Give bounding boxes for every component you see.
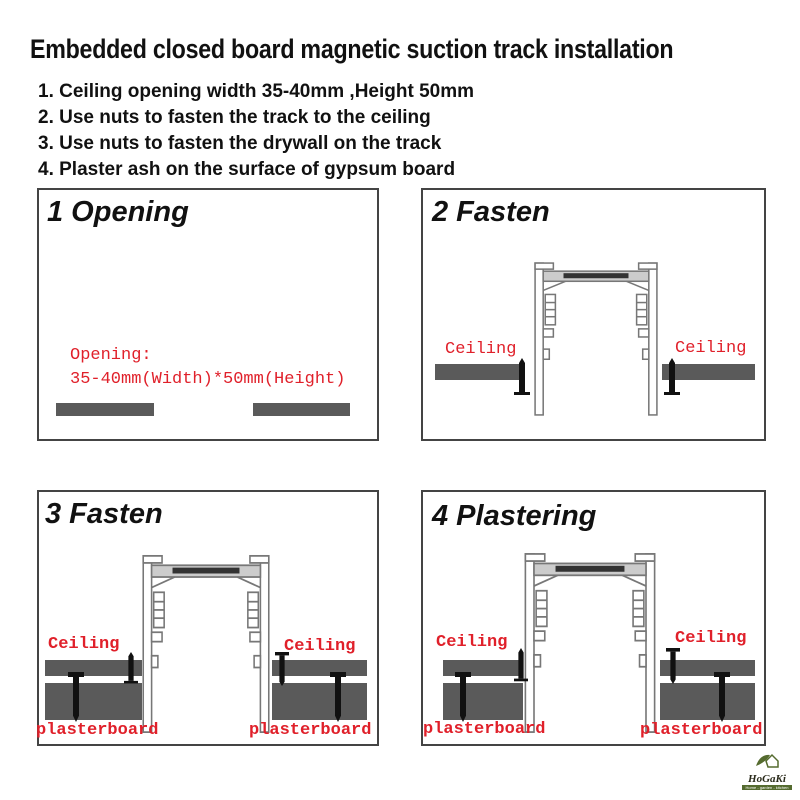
panel-fasten-track bbox=[421, 188, 766, 441]
ceiling-label-left: Ceiling bbox=[445, 340, 517, 359]
step-2: 2. Use nuts to fasten the track to the c… bbox=[38, 107, 431, 128]
step-1: 1. Ceiling opening width 35-40mm ,Height… bbox=[38, 81, 475, 102]
plasterboard-label-left: plasterboard bbox=[423, 720, 546, 739]
step-3: 3. Use nuts to fasten the drywall on the… bbox=[38, 133, 442, 154]
ceiling-label-right: Ceiling bbox=[675, 339, 747, 358]
plasterboard-label-left: plasterboard bbox=[36, 721, 159, 740]
ceiling-left bbox=[45, 660, 142, 676]
opening-dimensions: 35-40mm(Width)*50mm(Height) bbox=[70, 370, 346, 389]
panel-1-heading: 1 Opening bbox=[47, 196, 189, 228]
panel-2-heading: 2 Fasten bbox=[432, 196, 550, 228]
ceiling-label-right: Ceiling bbox=[675, 629, 747, 648]
track-profile bbox=[142, 554, 270, 734]
ceiling-right bbox=[660, 660, 755, 676]
track-profile bbox=[524, 553, 656, 733]
panel-4-heading: 4 Plastering bbox=[432, 500, 597, 532]
plasterboard-left bbox=[443, 683, 523, 720]
panel-opening bbox=[37, 188, 379, 441]
plasterboard-label-right: plasterboard bbox=[640, 721, 763, 740]
track-profile bbox=[534, 262, 658, 416]
opening-label: Opening: bbox=[70, 346, 152, 365]
plasterboard-right bbox=[272, 683, 367, 720]
logo-tagline: Home - garden - kitchen bbox=[742, 785, 792, 790]
logo-name: HoGaKi bbox=[748, 773, 786, 785]
ceiling-label-left: Ceiling bbox=[48, 635, 120, 654]
step-4: 4. Plaster ash on the surface of gypsum … bbox=[38, 159, 456, 180]
plasterboard-label-right: plasterboard bbox=[249, 721, 372, 740]
ceiling-right bbox=[272, 660, 367, 676]
ceiling-right bbox=[662, 364, 755, 380]
plasterboard-left bbox=[45, 683, 142, 720]
panel-3-heading: 3 Fasten bbox=[45, 498, 163, 530]
brand-logo: HoGaKi Home - garden - kitchen bbox=[742, 752, 792, 790]
plasterboard-right bbox=[660, 683, 755, 720]
ceiling-right bbox=[253, 403, 350, 416]
ceiling-label-left: Ceiling bbox=[436, 633, 508, 652]
house-leaf-icon bbox=[756, 753, 779, 768]
ceiling-left bbox=[56, 403, 154, 416]
ceiling-label-right: Ceiling bbox=[284, 637, 356, 656]
page-title: Embedded closed board magnetic suction t… bbox=[30, 34, 674, 64]
ceiling-left bbox=[435, 364, 525, 380]
